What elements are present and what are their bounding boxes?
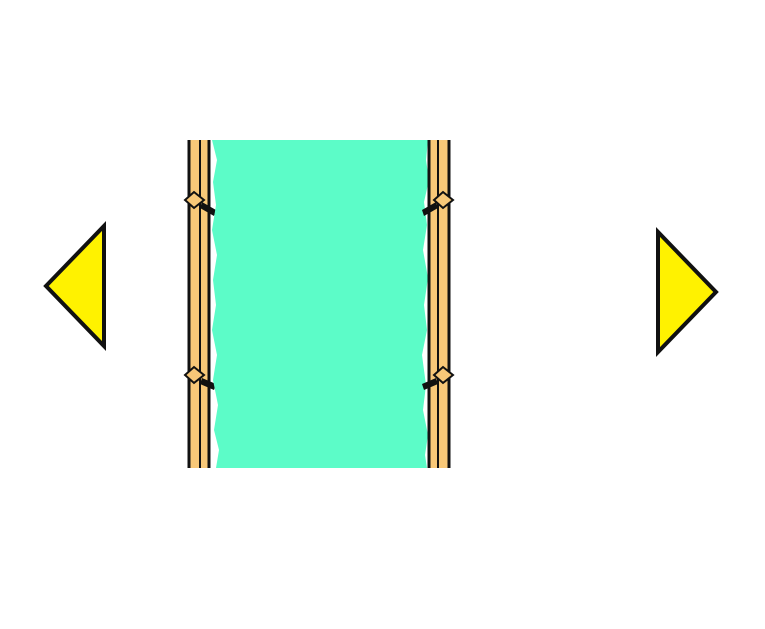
- triangle-right-icon: [656, 227, 719, 357]
- next-arrow-button[interactable]: [652, 226, 722, 358]
- left-scroll-rod: [183, 140, 216, 468]
- previous-arrow-button[interactable]: [40, 220, 110, 352]
- right-scroll-rod: [422, 140, 455, 468]
- scroll-panel: [180, 140, 460, 468]
- triangle-left-icon: [43, 221, 106, 351]
- scroll-paper: [210, 140, 429, 468]
- scroll-icon: [183, 140, 455, 468]
